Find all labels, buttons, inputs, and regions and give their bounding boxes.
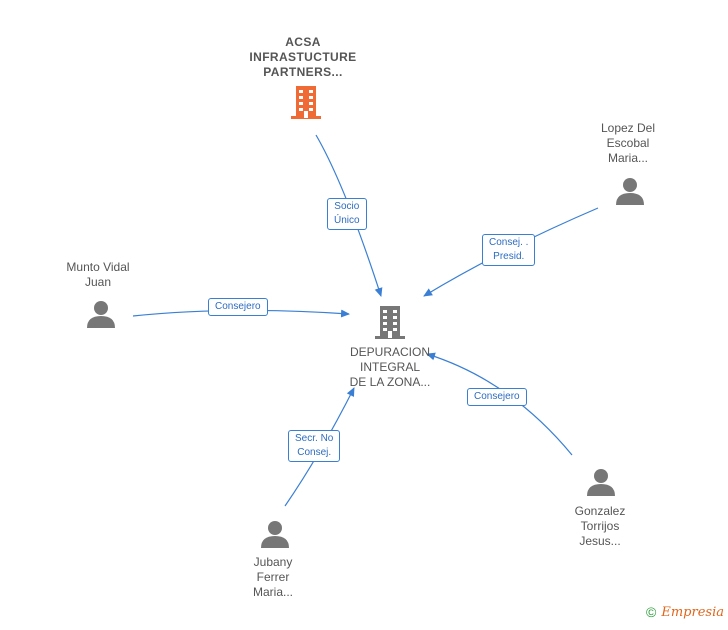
copyright-symbol: © [646, 604, 657, 620]
edge-label-socio-unico[interactable]: Socio Único [327, 198, 367, 230]
footer-brand: © Empresia [646, 604, 724, 620]
building-icon[interactable] [374, 304, 406, 340]
person-label-jubany[interactable]: Jubany Ferrer Maria... [252, 555, 293, 599]
edge-label-consejero-munto[interactable]: Consejero [208, 298, 268, 316]
brand-logo-text[interactable]: Empresia [661, 604, 724, 620]
person-icon[interactable] [86, 299, 116, 329]
parent-company-label[interactable]: ACSA INFRASTUCTURE PARTNERS... [249, 35, 357, 79]
person-icon[interactable] [260, 519, 290, 549]
person-label-munto[interactable]: Munto Vidal Juan [66, 260, 130, 289]
person-icon[interactable] [615, 176, 645, 206]
building-icon[interactable] [290, 84, 322, 120]
center-company-label[interactable]: DEPURACION INTEGRAL DE LA ZONA... [349, 345, 431, 389]
person-label-gonzalez[interactable]: Gonzalez Torrijos Jesus... [574, 504, 626, 548]
edge-label-consejero-gonzalez[interactable]: Consejero [467, 388, 527, 406]
edge-label-consej-presid[interactable]: Consej. . Presid. [482, 234, 536, 266]
person-icon[interactable] [586, 467, 616, 497]
person-label-lopez[interactable]: Lopez Del Escobal Maria... [600, 121, 656, 165]
edge-label-secr-no-consej[interactable]: Secr. No Consej. [288, 430, 341, 462]
